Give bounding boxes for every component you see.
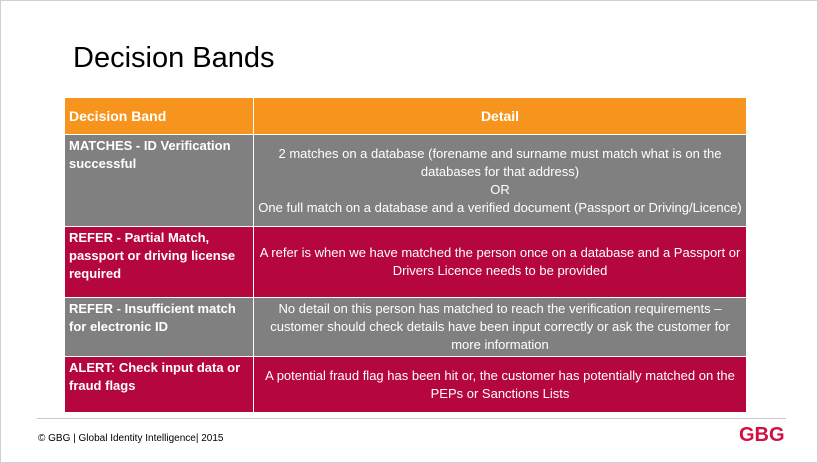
detail-refer-partial: A refer is when we have matched the pers… — [253, 226, 747, 298]
footer-text: © GBG | Global Identity Intelligence| 20… — [38, 433, 224, 444]
gbg-logo: GBG — [739, 424, 785, 446]
detail-matches-line-3: One full match on a database and a verif… — [258, 199, 742, 215]
table-row-refer-insufficient: REFER - Insufficient match for electroni… — [64, 297, 747, 357]
band-matches: MATCHES - ID Verification successful — [64, 134, 254, 227]
table-row-refer-partial: REFER - Partial Match, passport or drivi… — [64, 226, 747, 298]
table-header-row: Decision Band Detail — [64, 97, 747, 135]
detail-matches-line-2: OR — [490, 181, 510, 197]
detail-matches: 2 matches on a database (forename and su… — [253, 134, 747, 227]
detail-matches-line-1: 2 matches on a database (forename and su… — [278, 145, 722, 179]
band-refer-partial: REFER - Partial Match, passport or drivi… — [64, 226, 254, 298]
decision-bands-table: Decision Band Detail MATCHES - ID Verifi… — [64, 97, 747, 413]
table-row-alert: ALERT: Check input data or fraud flags A… — [64, 356, 747, 413]
header-decision-band: Decision Band — [64, 97, 254, 135]
band-refer-insufficient: REFER - Insufficient match for electroni… — [64, 297, 254, 357]
footer-divider — [37, 418, 786, 419]
band-alert: ALERT: Check input data or fraud flags — [64, 356, 254, 413]
table-row-matches: MATCHES - ID Verification successful 2 m… — [64, 134, 747, 227]
header-detail: Detail — [253, 97, 747, 135]
detail-alert: A potential fraud flag has been hit or, … — [253, 356, 747, 413]
detail-refer-insufficient: No detail on this person has matched to … — [253, 297, 747, 357]
slide-title: Decision Bands — [73, 42, 275, 74]
